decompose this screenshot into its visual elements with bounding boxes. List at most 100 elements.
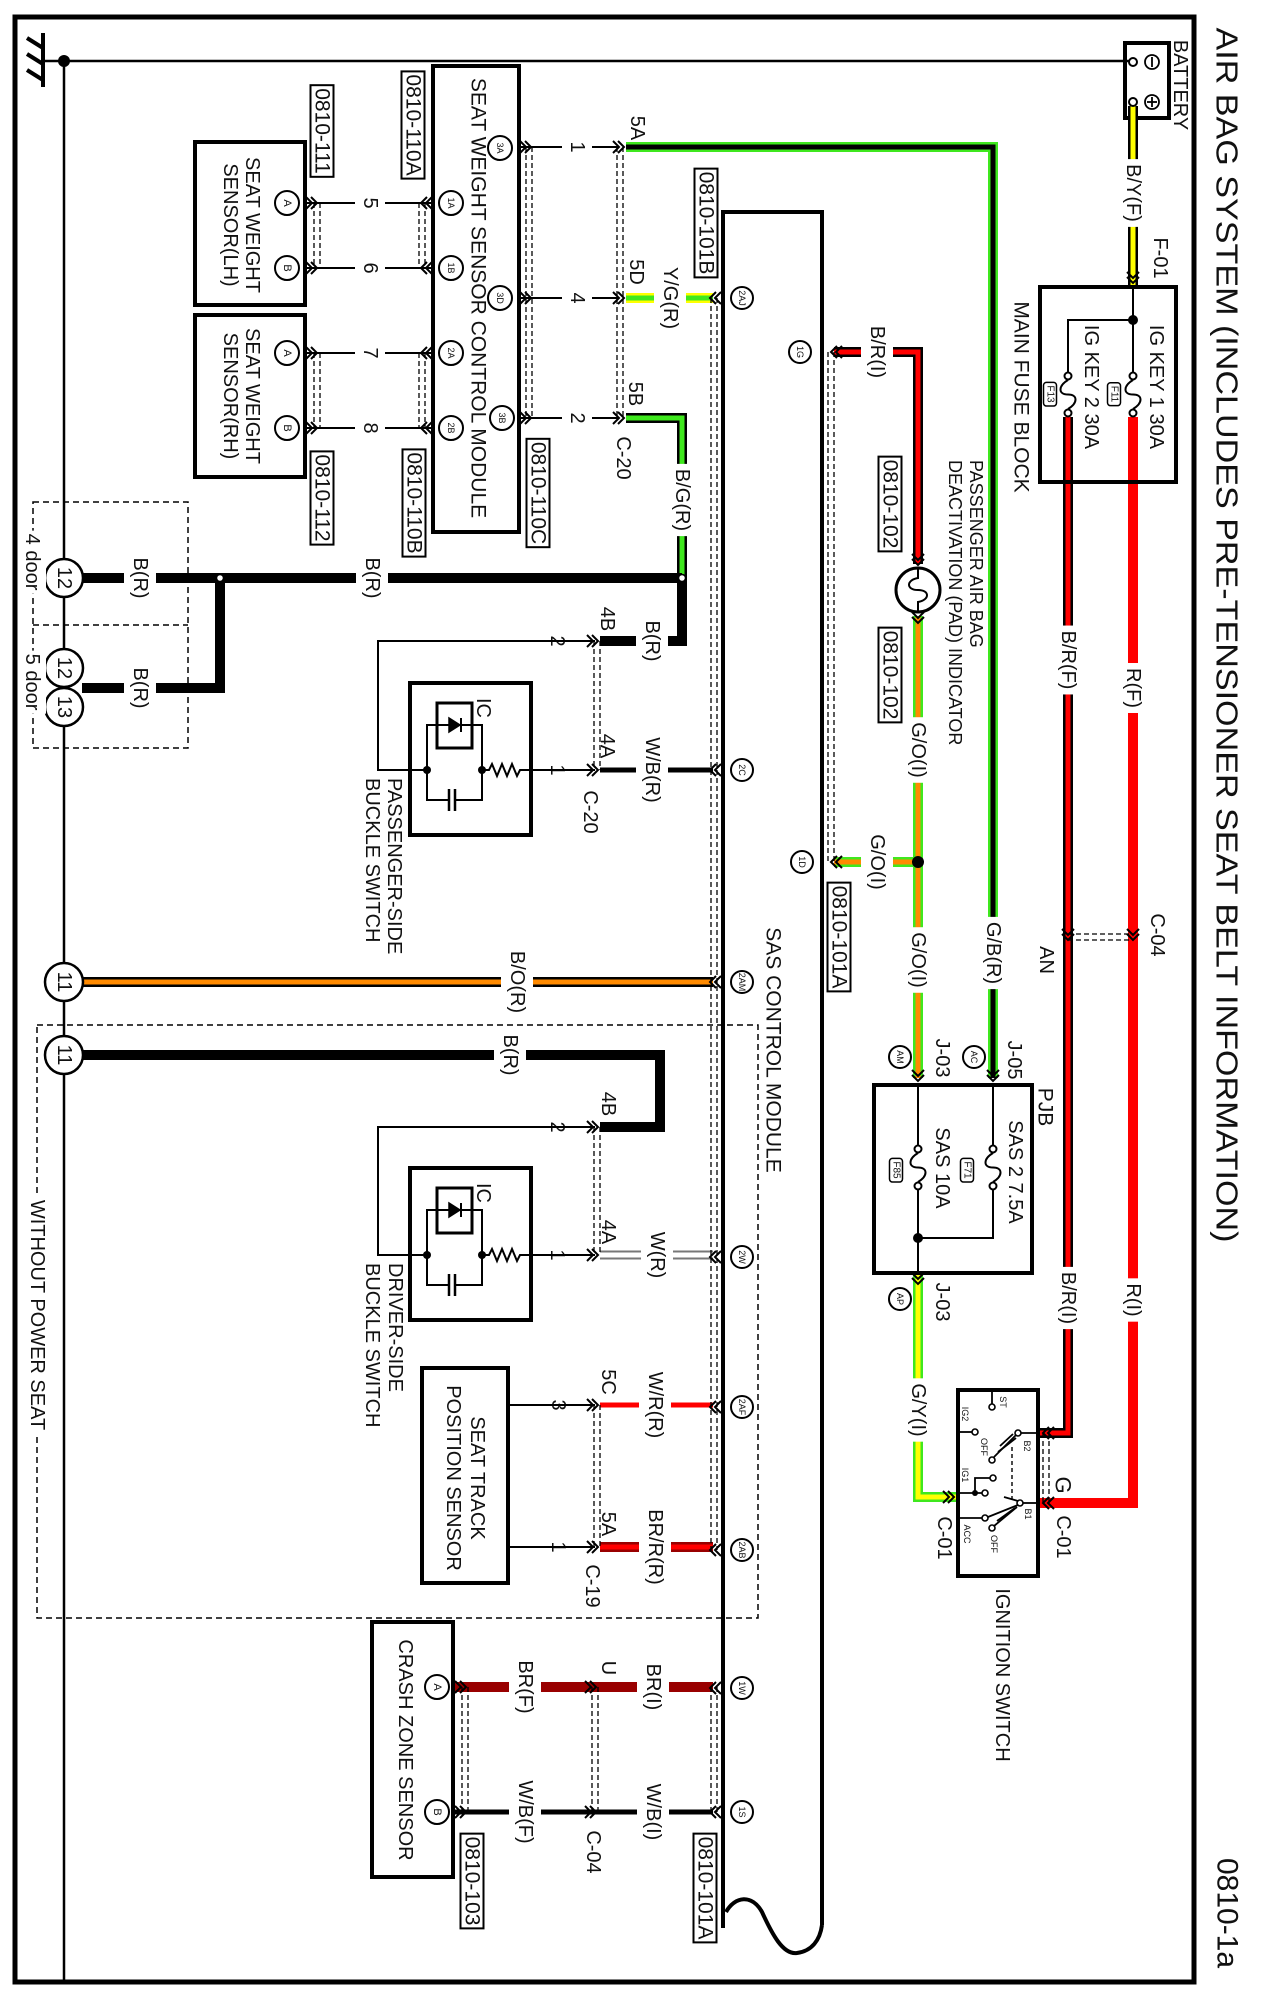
switch-line bbox=[999, 1433, 1014, 1447]
fuse-element bbox=[1124, 379, 1142, 410]
reference-code: 0810-112 bbox=[311, 454, 334, 541]
terminal-ring bbox=[43, 961, 85, 1003]
label-background bbox=[124, 662, 156, 714]
battery-terminal bbox=[1128, 97, 1138, 107]
connector-chevron-icon bbox=[612, 291, 626, 305]
terminal-2ab: 2AB bbox=[730, 1538, 754, 1562]
region-label: 4 door bbox=[21, 534, 43, 591]
fuse-terminal bbox=[1128, 408, 1138, 418]
driver-buckle-switch-box bbox=[408, 1166, 533, 1322]
terminal-ring bbox=[788, 340, 812, 364]
wire-stroke bbox=[600, 578, 687, 646]
sensor-terminal-rh_a: A bbox=[274, 340, 300, 366]
terminal-ring bbox=[274, 255, 300, 281]
connector-chevron-icon bbox=[305, 261, 319, 275]
seat-track-position-sensor bbox=[420, 1366, 595, 1585]
terminal-label: 2W bbox=[737, 1250, 747, 1264]
battery-label: BATTERY bbox=[1169, 40, 1191, 130]
component-label: PASSENGER AIR BAG bbox=[966, 460, 986, 648]
switch-contact bbox=[988, 1524, 996, 1532]
connector-chevron-icon bbox=[708, 1805, 722, 1819]
switch-contact bbox=[988, 1456, 996, 1464]
terminal-ring bbox=[274, 340, 300, 366]
label-background bbox=[562, 288, 592, 308]
ic-label: IC bbox=[472, 698, 494, 718]
switch-line bbox=[1003, 1496, 1019, 1502]
reference-code: 0810-101A bbox=[694, 1837, 717, 1940]
ignition-switch-box bbox=[956, 1388, 1040, 1578]
terminal-2af: 2AF bbox=[730, 1395, 754, 1419]
component-label: DEACTIVATION (PAD) INDICATOR bbox=[945, 460, 965, 745]
chevron-shape bbox=[305, 421, 319, 435]
label-background bbox=[494, 1029, 526, 1081]
terminal-1d: 1D bbox=[790, 850, 814, 874]
seat-weight-sensor-rh-box bbox=[193, 313, 307, 479]
chevron-shape bbox=[708, 1805, 722, 1819]
label-background bbox=[861, 320, 893, 384]
reference-code: 0810-102 bbox=[879, 631, 902, 720]
terminal-label: AM bbox=[895, 1050, 905, 1064]
reference-box bbox=[693, 167, 719, 279]
terminal-label: 13 bbox=[53, 696, 75, 718]
module-terminal-s1b: 1B bbox=[438, 255, 464, 281]
fuse-ig-key-2 bbox=[1059, 371, 1077, 418]
label-background bbox=[355, 193, 385, 213]
crash-zone-sensor bbox=[370, 1620, 455, 1879]
label-background bbox=[1117, 663, 1149, 713]
seat-weight-sensor-lh-box bbox=[193, 140, 307, 307]
ic-label: IC bbox=[472, 1183, 494, 1203]
terminal-label: A bbox=[281, 349, 293, 357]
reference-box bbox=[459, 1832, 485, 1930]
wire-label: B(R) bbox=[499, 1034, 521, 1075]
chevron-shape bbox=[708, 1400, 722, 1414]
ignition-terminal-label: B2 bbox=[1022, 1440, 1032, 1451]
ignition-terminal-label: OFF bbox=[989, 1535, 999, 1553]
terminal-label: 2AF bbox=[737, 1399, 747, 1416]
pin-number: 2 bbox=[566, 412, 588, 423]
switch-contact bbox=[1014, 1429, 1022, 1437]
page-code: 0810-1a bbox=[1211, 1858, 1244, 1968]
switch-contact bbox=[971, 1428, 979, 1436]
label-background bbox=[18, 650, 46, 714]
component-label: PASSENGER-SIDE bbox=[383, 778, 405, 954]
switch-contact bbox=[981, 1514, 989, 1522]
chevron-shape bbox=[708, 291, 722, 305]
fuse-id-box bbox=[1106, 382, 1122, 407]
label-background bbox=[902, 1378, 934, 1442]
fuse-terminal bbox=[1128, 371, 1138, 381]
splice-dot bbox=[677, 573, 687, 583]
reference-box bbox=[309, 84, 335, 178]
connector-chevron-icon bbox=[911, 611, 925, 625]
terminal-ring bbox=[438, 340, 464, 366]
chevron-shape bbox=[419, 421, 433, 435]
switch-line bbox=[974, 1477, 990, 1493]
component-label: DRIVER-SIDE bbox=[384, 1263, 406, 1392]
connector-code: G bbox=[1051, 1476, 1076, 1493]
passenger-buckle-switch-box bbox=[408, 681, 533, 837]
terminal-ring bbox=[274, 415, 300, 441]
terminal-2aj: 2AJ bbox=[730, 286, 754, 310]
chevron-shape bbox=[612, 140, 626, 154]
region-label: 5 door bbox=[21, 654, 43, 711]
chevron-shape bbox=[986, 1069, 1000, 1083]
component-label: SEAT TRACK bbox=[466, 1416, 488, 1540]
switch-wire bbox=[377, 640, 595, 771]
connector-code: 4A bbox=[597, 1220, 619, 1245]
connector-code: J-03 bbox=[931, 1283, 953, 1322]
ignition-terminal-label: B1 bbox=[1023, 1508, 1033, 1519]
fuse-id-tag: F13 bbox=[1042, 381, 1058, 407]
connector-chevron-icon bbox=[305, 346, 319, 360]
diode-icon bbox=[448, 716, 462, 734]
terminal-ring bbox=[730, 1800, 754, 1824]
terminal-1s: 1S bbox=[730, 1800, 754, 1824]
chevron-shape bbox=[612, 291, 626, 305]
page-title: AIR BAG SYSTEM (INCLUDES PRE-TENSIONER S… bbox=[1210, 28, 1245, 1243]
terminal-ring bbox=[424, 1674, 450, 1700]
terminal-label: 2C bbox=[737, 764, 747, 776]
resistor-icon bbox=[482, 1246, 595, 1264]
seat-track-sensor-box bbox=[420, 1366, 510, 1585]
chevron-shape bbox=[829, 855, 843, 869]
